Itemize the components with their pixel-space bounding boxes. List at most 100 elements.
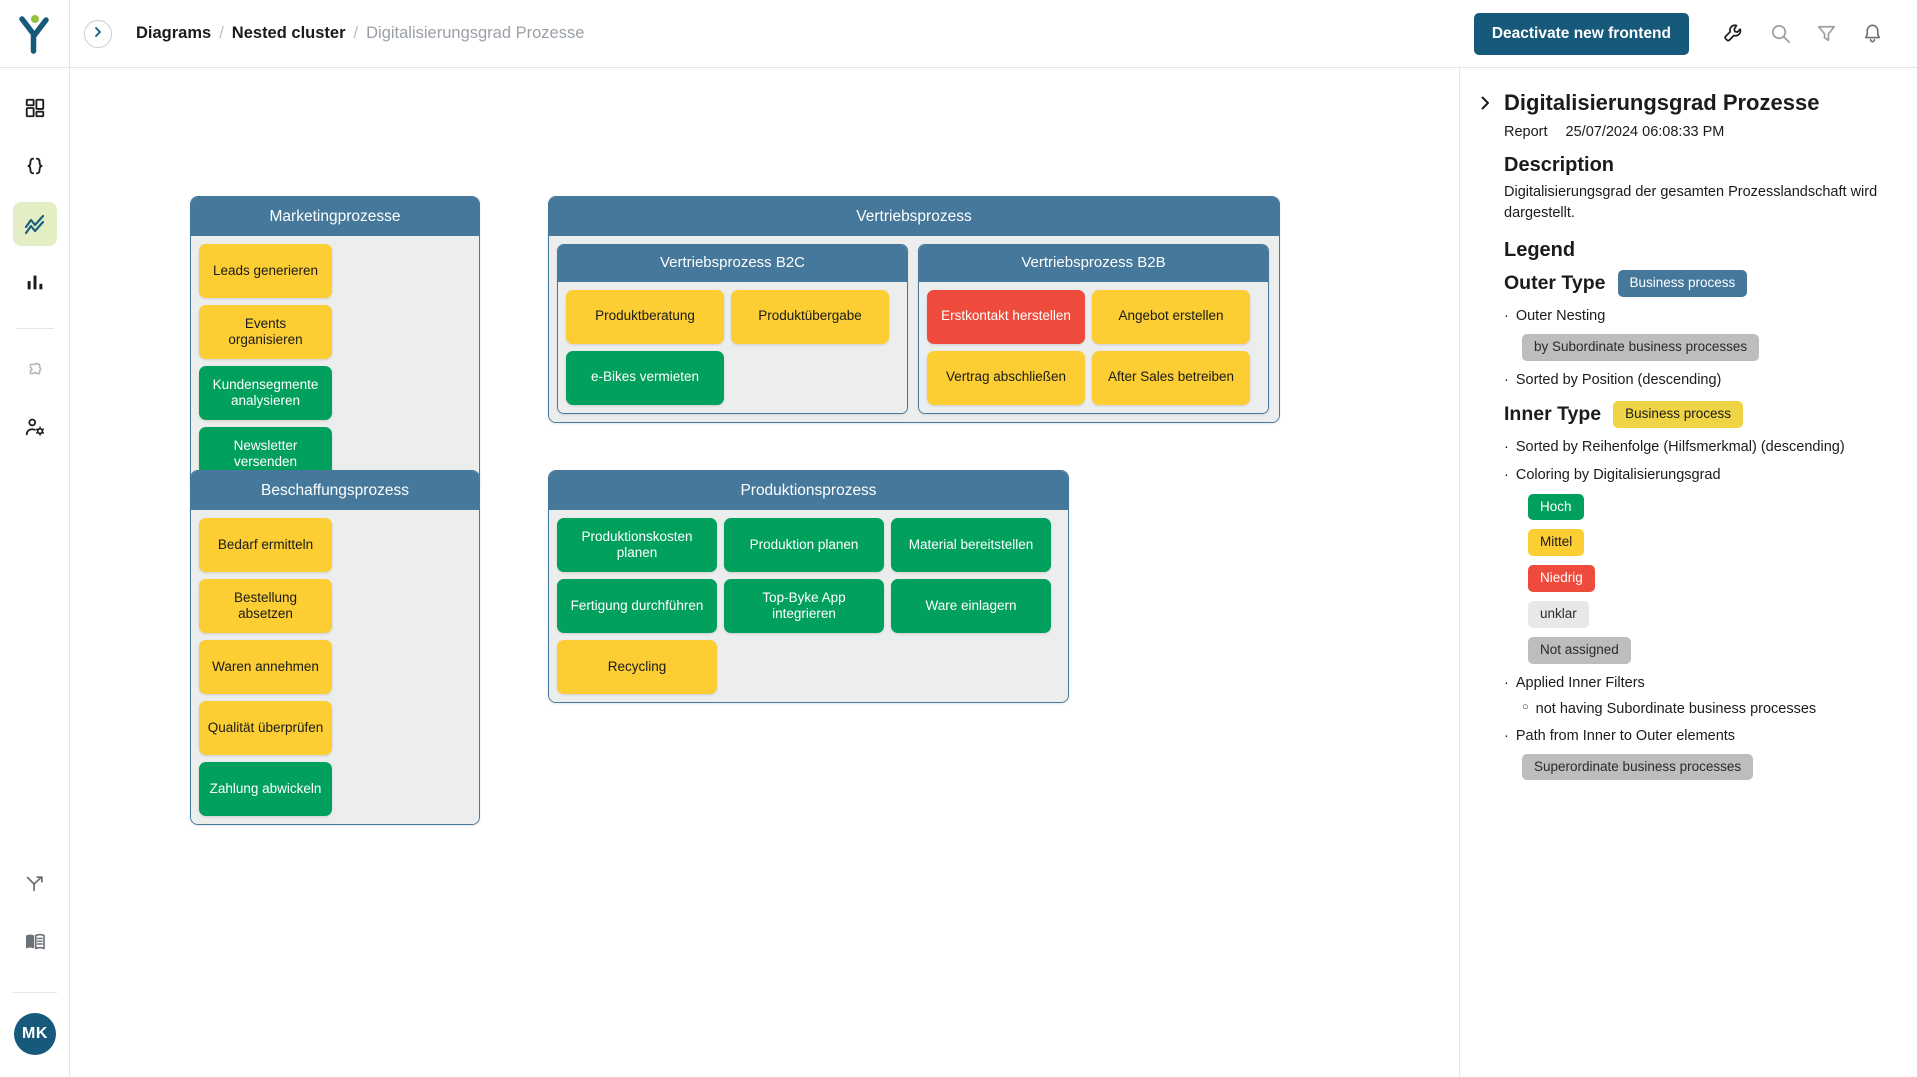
- expand-sidebar-button[interactable]: [84, 19, 112, 48]
- chevron-right-icon: [92, 25, 104, 43]
- panel-meta-type: Report: [1504, 124, 1548, 141]
- diagram-canvas[interactable]: Marketingprozesse Leads generieren Event…: [70, 68, 1459, 1077]
- sub-bullet-glyph: ○: [1522, 701, 1529, 714]
- wrench-icon[interactable]: [1711, 11, 1757, 57]
- code-braces-icon[interactable]: [13, 144, 57, 188]
- details-panel: Digitalisierungsgrad Prozesse Report 25/…: [1459, 68, 1917, 1077]
- path-chip[interactable]: Superordinate business processes: [1522, 753, 1754, 781]
- cluster-beschaffungsprozess[interactable]: Beschaffungsprozess Bedarf ermitteln Bes…: [190, 470, 480, 826]
- cluster-produktionsprozess[interactable]: Produktionsprozess Produktionskosten pla…: [548, 470, 1069, 704]
- node-after-sales-betreiben[interactable]: After Sales betreiben: [1092, 350, 1250, 405]
- rail-bottom-divider: [13, 992, 57, 993]
- outer-sorted-bullet: · Sorted by Position (descending): [1504, 372, 1897, 389]
- y-logo-icon[interactable]: [18, 14, 52, 54]
- left-rail: MK: [0, 68, 70, 1077]
- outer-type-label: Outer Type: [1504, 272, 1606, 295]
- node-erstkontakt-herstellen[interactable]: Erstkontakt herstellen: [927, 289, 1085, 344]
- filter-icon[interactable]: [1803, 11, 1849, 57]
- coloring-chip-mittel[interactable]: Mittel: [1528, 529, 1585, 557]
- node-bedarf-ermitteln[interactable]: Bedarf ermitteln: [199, 518, 332, 573]
- cluster-body: Produktionskosten planen Produktion plan…: [549, 510, 1068, 703]
- dashboard-icon[interactable]: [13, 86, 57, 130]
- bullet-glyph: ·: [1504, 371, 1509, 388]
- node-vertrag-abschliessen[interactable]: Vertrag abschließen: [927, 350, 1085, 405]
- cluster-vertriebsprozess[interactable]: Vertriebsprozess Vertriebsprozess B2C Pr…: [548, 196, 1280, 423]
- deactivate-new-frontend-button[interactable]: Deactivate new frontend: [1473, 12, 1689, 55]
- inner-sorted-bullet: · Sorted by Reihenfolge (Hilfsmerkmal) (…: [1504, 439, 1897, 456]
- user-settings-icon[interactable]: [13, 405, 57, 449]
- bell-icon[interactable]: [1849, 11, 1895, 57]
- inner-type-chip[interactable]: Business process: [1613, 400, 1743, 428]
- node-waren-annehmen[interactable]: Waren annehmen: [199, 640, 332, 695]
- breadcrumb-item-nested-cluster[interactable]: Nested cluster: [231, 24, 346, 42]
- legend-heading: Legend: [1504, 239, 1576, 262]
- path-text: Path from Inner to Outer elements: [1515, 728, 1736, 745]
- node-material-bereitstellen[interactable]: Material bereitstellen: [891, 518, 1051, 573]
- node-zahlung-abwickeln[interactable]: Zahlung abwickeln: [199, 762, 332, 817]
- outer-type-chip[interactable]: Business process: [1617, 270, 1748, 298]
- description-heading: Description: [1504, 154, 1615, 177]
- node-bestellung-absetzen[interactable]: Bestellung absetzen: [199, 579, 332, 634]
- outer-sorted-text: Sorted by Position (descending): [1515, 371, 1722, 388]
- inner-sorted-text: Sorted by Reihenfolge (Hilfsmerkmal) (de…: [1515, 438, 1845, 455]
- outer-nesting-chip[interactable]: by Subordinate business processes: [1522, 333, 1760, 361]
- diagram-trend-icon[interactable]: [12, 202, 57, 246]
- node-e-bikes-vermieten[interactable]: e-Bikes vermieten: [566, 350, 724, 405]
- top-bar: Diagrams / Nested cluster / Digitalisier…: [0, 0, 1917, 68]
- subcluster-vertriebsprozess-b2b[interactable]: Vertriebsprozess B2B Erstkontakt herstel…: [918, 244, 1269, 414]
- node-produktberatung[interactable]: Produktberatung: [566, 289, 724, 344]
- subcluster-body: Erstkontakt herstellen Angebot erstellen…: [919, 281, 1268, 413]
- panel-collapse-chevron-right-icon[interactable]: [1478, 90, 1492, 115]
- cluster-title: Marketingprozesse: [191, 197, 479, 237]
- book-icon[interactable]: [13, 920, 57, 964]
- cluster-title: Beschaffungsprozess: [191, 471, 479, 511]
- bar-chart-icon[interactable]: [13, 260, 57, 304]
- cluster-title: Vertriebsprozess: [549, 197, 1279, 237]
- breadcrumb-item-current: Digitalisierungsgrad Prozesse: [366, 24, 585, 42]
- node-top-byke-app-integrieren[interactable]: Top-Byke App integrieren: [724, 579, 884, 634]
- panel-meta: Report 25/07/2024 06:08:33 PM: [1504, 124, 1897, 140]
- subcluster-title: Vertriebsprozess B2C: [558, 245, 907, 282]
- node-produktuebergabe[interactable]: Produktübergabe: [731, 289, 889, 344]
- rail-divider: [15, 328, 54, 329]
- page-title: Digitalisierungsgrad Prozesse: [1504, 90, 1820, 115]
- puzzle-icon[interactable]: [13, 347, 57, 391]
- coloring-chip-hoch[interactable]: Hoch: [1528, 493, 1584, 521]
- node-leads-generieren[interactable]: Leads generieren: [199, 244, 332, 299]
- cluster-title: Produktionsprozess: [549, 471, 1068, 511]
- node-qualitaet-ueberpruefen[interactable]: Qualität überprüfen: [199, 701, 332, 756]
- bullet-glyph: ·: [1504, 728, 1509, 745]
- body-row: MK Marketingprozesse Leads generieren Ev…: [0, 68, 1917, 1077]
- cluster-marketingprozesse[interactable]: Marketingprozesse Leads generieren Event…: [190, 196, 480, 491]
- coloring-chip-not-assigned[interactable]: Not assigned: [1528, 636, 1631, 664]
- node-produktion-planen[interactable]: Produktion planen: [724, 518, 884, 573]
- node-recycling[interactable]: Recycling: [557, 640, 717, 695]
- breadcrumb: Diagrams / Nested cluster / Digitalisier…: [136, 24, 584, 43]
- panel-meta-date: 25/07/2024 06:08:33 PM: [1565, 124, 1725, 141]
- coloring-chip-niedrig[interactable]: Niedrig: [1528, 565, 1595, 593]
- subcluster-vertriebsprozess-b2c[interactable]: Vertriebsprozess B2C Produktberatung Pro…: [557, 244, 908, 414]
- coloring-text: Coloring by Digitalisierungsgrad: [1515, 467, 1721, 484]
- node-kundensegmente-analysieren[interactable]: Kundensegmente analysieren: [199, 366, 332, 421]
- bullet-glyph: ·: [1504, 308, 1509, 325]
- branch-share-icon[interactable]: [13, 862, 57, 906]
- node-ware-einlagern[interactable]: Ware einlagern: [891, 579, 1051, 634]
- path-chip-line: Superordinate business processes: [1522, 753, 1897, 781]
- outer-type-row: Outer Type Business process: [1504, 270, 1897, 298]
- node-produktionskosten-planen[interactable]: Produktionskosten planen: [557, 518, 717, 573]
- cluster-body: Bedarf ermitteln Bestellung absetzen War…: [191, 510, 479, 825]
- breadcrumb-item-diagrams[interactable]: Diagrams: [136, 24, 212, 42]
- node-fertigung-durchfuehren[interactable]: Fertigung durchführen: [557, 579, 717, 634]
- legend-section: Legend Outer Type Business process · Out…: [1504, 239, 1897, 781]
- avatar[interactable]: MK: [14, 1013, 56, 1055]
- node-angebot-erstellen[interactable]: Angebot erstellen: [1092, 289, 1250, 344]
- node-events-organisieren[interactable]: Events organisieren: [199, 305, 332, 360]
- coloring-values: Hoch Mittel Niedrig unklar Not assigned: [1528, 485, 1897, 664]
- logo-cell: [0, 0, 70, 68]
- bullet-glyph: ·: [1504, 467, 1509, 484]
- search-icon[interactable]: [1757, 11, 1803, 57]
- breadcrumb-separator: /: [219, 24, 224, 42]
- filters-sub-text: not having Subordinate business processe…: [1535, 701, 1817, 718]
- coloring-chip-unklar[interactable]: unklar: [1528, 601, 1589, 628]
- panel-header: Digitalisierungsgrad Prozesse Report 25/…: [1478, 90, 1897, 781]
